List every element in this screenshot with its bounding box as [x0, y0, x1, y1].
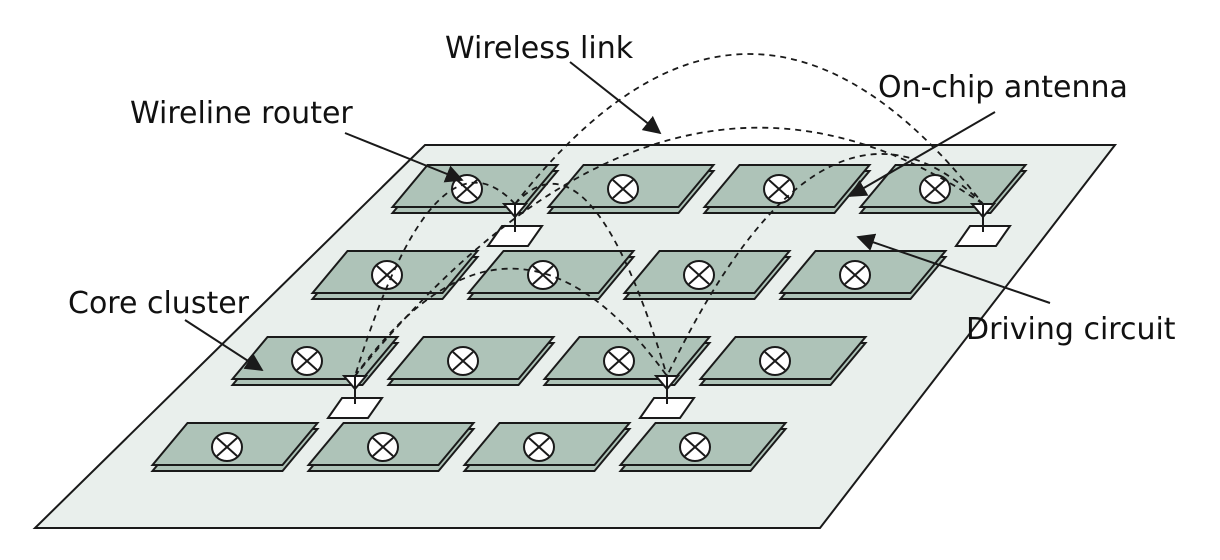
router-cross-b: [768, 179, 790, 199]
driving-circuit-pad: [326, 397, 384, 419]
router-cross-b: [216, 437, 238, 457]
wireline-router-icon: [211, 432, 243, 462]
wireless-links: [354, 53, 984, 377]
core-cluster-arrow: [184, 319, 264, 371]
wireline-router-label: Wireline router: [130, 96, 353, 131]
antenna-icon: [653, 375, 681, 404]
driving-circuit-pad: [638, 397, 696, 419]
core-cluster: [858, 164, 1028, 214]
wireline-router-icon: [527, 260, 559, 290]
core-cluster-grid: [150, 164, 1028, 472]
wireless-link-label: Wireless link: [445, 31, 634, 66]
core-cluster: [618, 422, 788, 472]
antenna-icon: [341, 375, 369, 404]
wireless-link-arc: [514, 53, 984, 205]
wireless-link-arc: [514, 183, 668, 377]
core-cluster: [310, 250, 480, 300]
driving-circuit-pad: [954, 225, 1012, 247]
core-cluster: [466, 250, 636, 300]
core-cluster: [386, 336, 556, 386]
router-cross-b: [684, 437, 706, 457]
wireline-router-icon: [603, 346, 635, 376]
wireline-router-arrow: [344, 132, 464, 183]
core-cluster: [546, 164, 716, 214]
core-cluster: [622, 250, 792, 300]
router-cross-b: [532, 265, 554, 285]
wireline-router-icon: [523, 432, 555, 462]
callout-arrows: [184, 61, 1051, 371]
router-cross-b: [372, 437, 394, 457]
driving-circuits: [326, 225, 1012, 419]
antenna-icon: [501, 203, 529, 232]
router-cross-b: [608, 351, 630, 371]
router-cross-b: [452, 351, 474, 371]
router-cross-b: [844, 265, 866, 285]
core-cluster: [150, 422, 320, 472]
core-cluster: [702, 164, 872, 214]
core-cluster: [462, 422, 632, 472]
driving-circuit-pad: [486, 225, 544, 247]
wireless-link-arrow: [569, 61, 662, 135]
router-cross-b: [764, 351, 786, 371]
core-cluster: [306, 422, 476, 472]
wireline-router-icon: [759, 346, 791, 376]
on-chip-antennas: [341, 203, 997, 404]
router-cross-b: [296, 351, 318, 371]
wireline-router-icon: [919, 174, 951, 204]
core-cluster: [698, 336, 868, 386]
driving-circuit-arrow: [856, 233, 1051, 304]
router-cross-b: [688, 265, 710, 285]
core-cluster-label: Core cluster: [68, 286, 250, 321]
core-cluster: [778, 250, 948, 300]
driving-circuit-label: Driving circuit: [966, 312, 1176, 347]
on-chip-antenna-label: On-chip antenna: [878, 70, 1128, 105]
antenna-icon: [969, 203, 997, 232]
wireline-router-icon: [291, 346, 323, 376]
wireline-router-icon: [683, 260, 715, 290]
wireless-link-arc: [354, 181, 516, 377]
router-cross-b: [612, 179, 634, 199]
wireline-router-icon: [679, 432, 711, 462]
wireline-router-icon: [367, 432, 399, 462]
wireline-router-icon: [839, 260, 871, 290]
wireline-router-icon: [763, 174, 795, 204]
router-cross-b: [376, 265, 398, 285]
wireline-router-icon: [447, 346, 479, 376]
on-chip-antenna-arrow: [848, 111, 996, 197]
router-cross-b: [528, 437, 550, 457]
router-cross-b: [924, 179, 946, 199]
wireline-router-icon: [607, 174, 639, 204]
core-cluster: [542, 336, 712, 386]
wireline-router-icon: [451, 174, 483, 204]
